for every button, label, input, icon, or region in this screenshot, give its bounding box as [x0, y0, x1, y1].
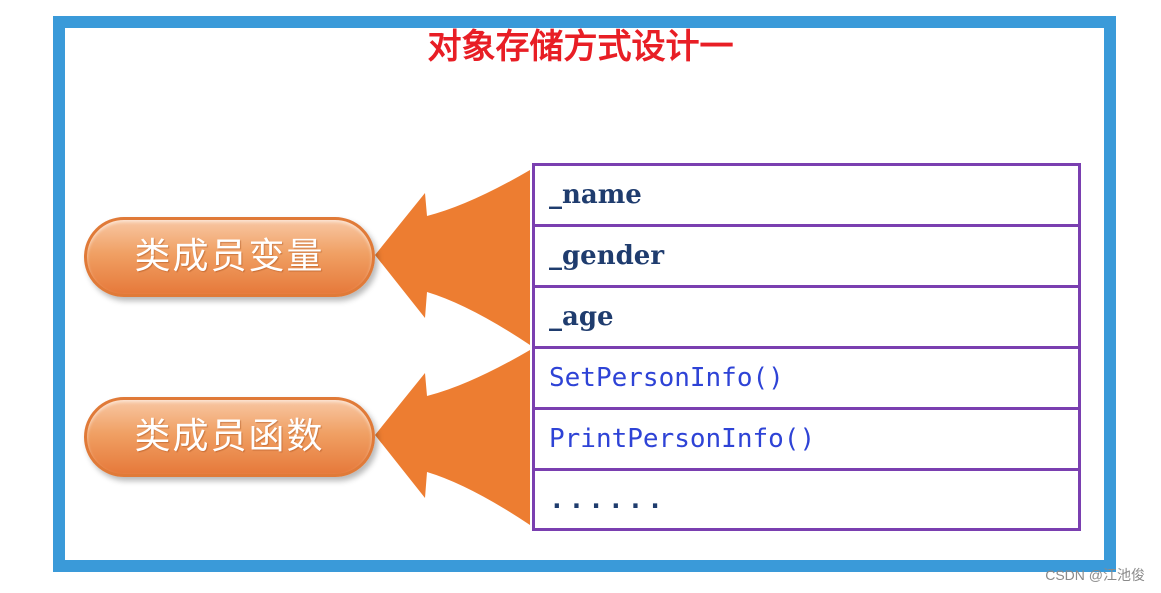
- arrow-member-functions: [375, 350, 530, 525]
- slide-title: 对象存储方式设计一: [427, 27, 734, 67]
- watermark: CSDN @江池俊: [1045, 567, 1145, 583]
- table-row-gender: _gender: [532, 224, 1081, 285]
- table-row-print-person-info: PrintPersonInfo(): [532, 407, 1081, 468]
- arrow-member-variables: [375, 170, 530, 345]
- table-row-name: _name: [532, 163, 1081, 224]
- member-variables-label: 类成员变量: [84, 217, 375, 297]
- table-row-age: _age: [532, 285, 1081, 346]
- member-functions-label: 类成员函数: [84, 397, 375, 477]
- object-storage-table: _name _gender _age SetPersonInfo() Print…: [532, 163, 1081, 531]
- table-row-ellipsis: ......: [532, 468, 1081, 531]
- table-row-set-person-info: SetPersonInfo(): [532, 346, 1081, 407]
